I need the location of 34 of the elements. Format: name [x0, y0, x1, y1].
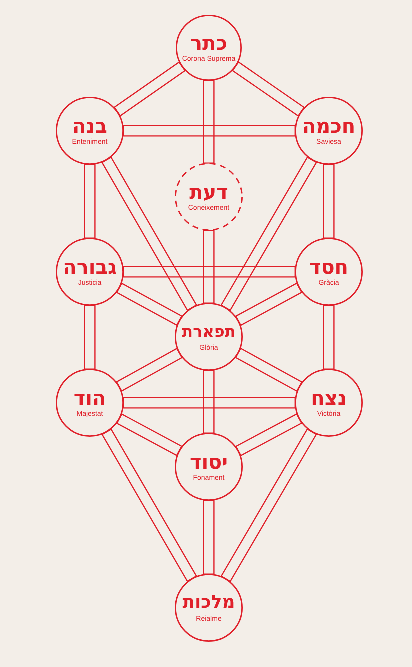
- path-channel: [114, 62, 186, 117]
- hebrew-name: דעת: [190, 181, 228, 203]
- hebrew-name: חכמה: [302, 115, 356, 137]
- path-channel: [123, 125, 296, 137]
- path-channel: [203, 500, 215, 575]
- path-channel: [232, 61, 306, 117]
- path-channel: [123, 266, 296, 278]
- path-channel: [203, 370, 215, 434]
- path-channel: [101, 156, 198, 312]
- path-channel: [84, 305, 96, 370]
- path-channel: [220, 428, 318, 582]
- path-channel: [123, 397, 296, 409]
- path-channel: [235, 348, 303, 392]
- path-channel: [203, 80, 215, 164]
- hebrew-name: הוד: [74, 387, 106, 409]
- path-channel: [235, 282, 303, 326]
- hebrew-name: חסד: [309, 256, 349, 278]
- hebrew-name: תפארת: [182, 321, 236, 343]
- path-channel: [235, 413, 303, 457]
- hebrew-name: יסוד: [190, 451, 228, 473]
- hebrew-name: בנה: [72, 115, 108, 137]
- hebrew-name: מלכות: [182, 592, 236, 614]
- path-channel: [116, 282, 183, 326]
- path-channel: [220, 156, 318, 312]
- path-channel: [84, 164, 96, 239]
- hebrew-name: נצח: [311, 387, 347, 409]
- path-channel: [323, 305, 335, 370]
- hebrew-name: גבורה: [63, 256, 117, 278]
- path-channel: [323, 164, 335, 239]
- hebrew-name: כתר: [190, 32, 228, 54]
- path-channel: [116, 414, 183, 456]
- path-channel: [116, 348, 183, 392]
- path-channel: [102, 428, 198, 582]
- path-channel: [203, 230, 215, 304]
